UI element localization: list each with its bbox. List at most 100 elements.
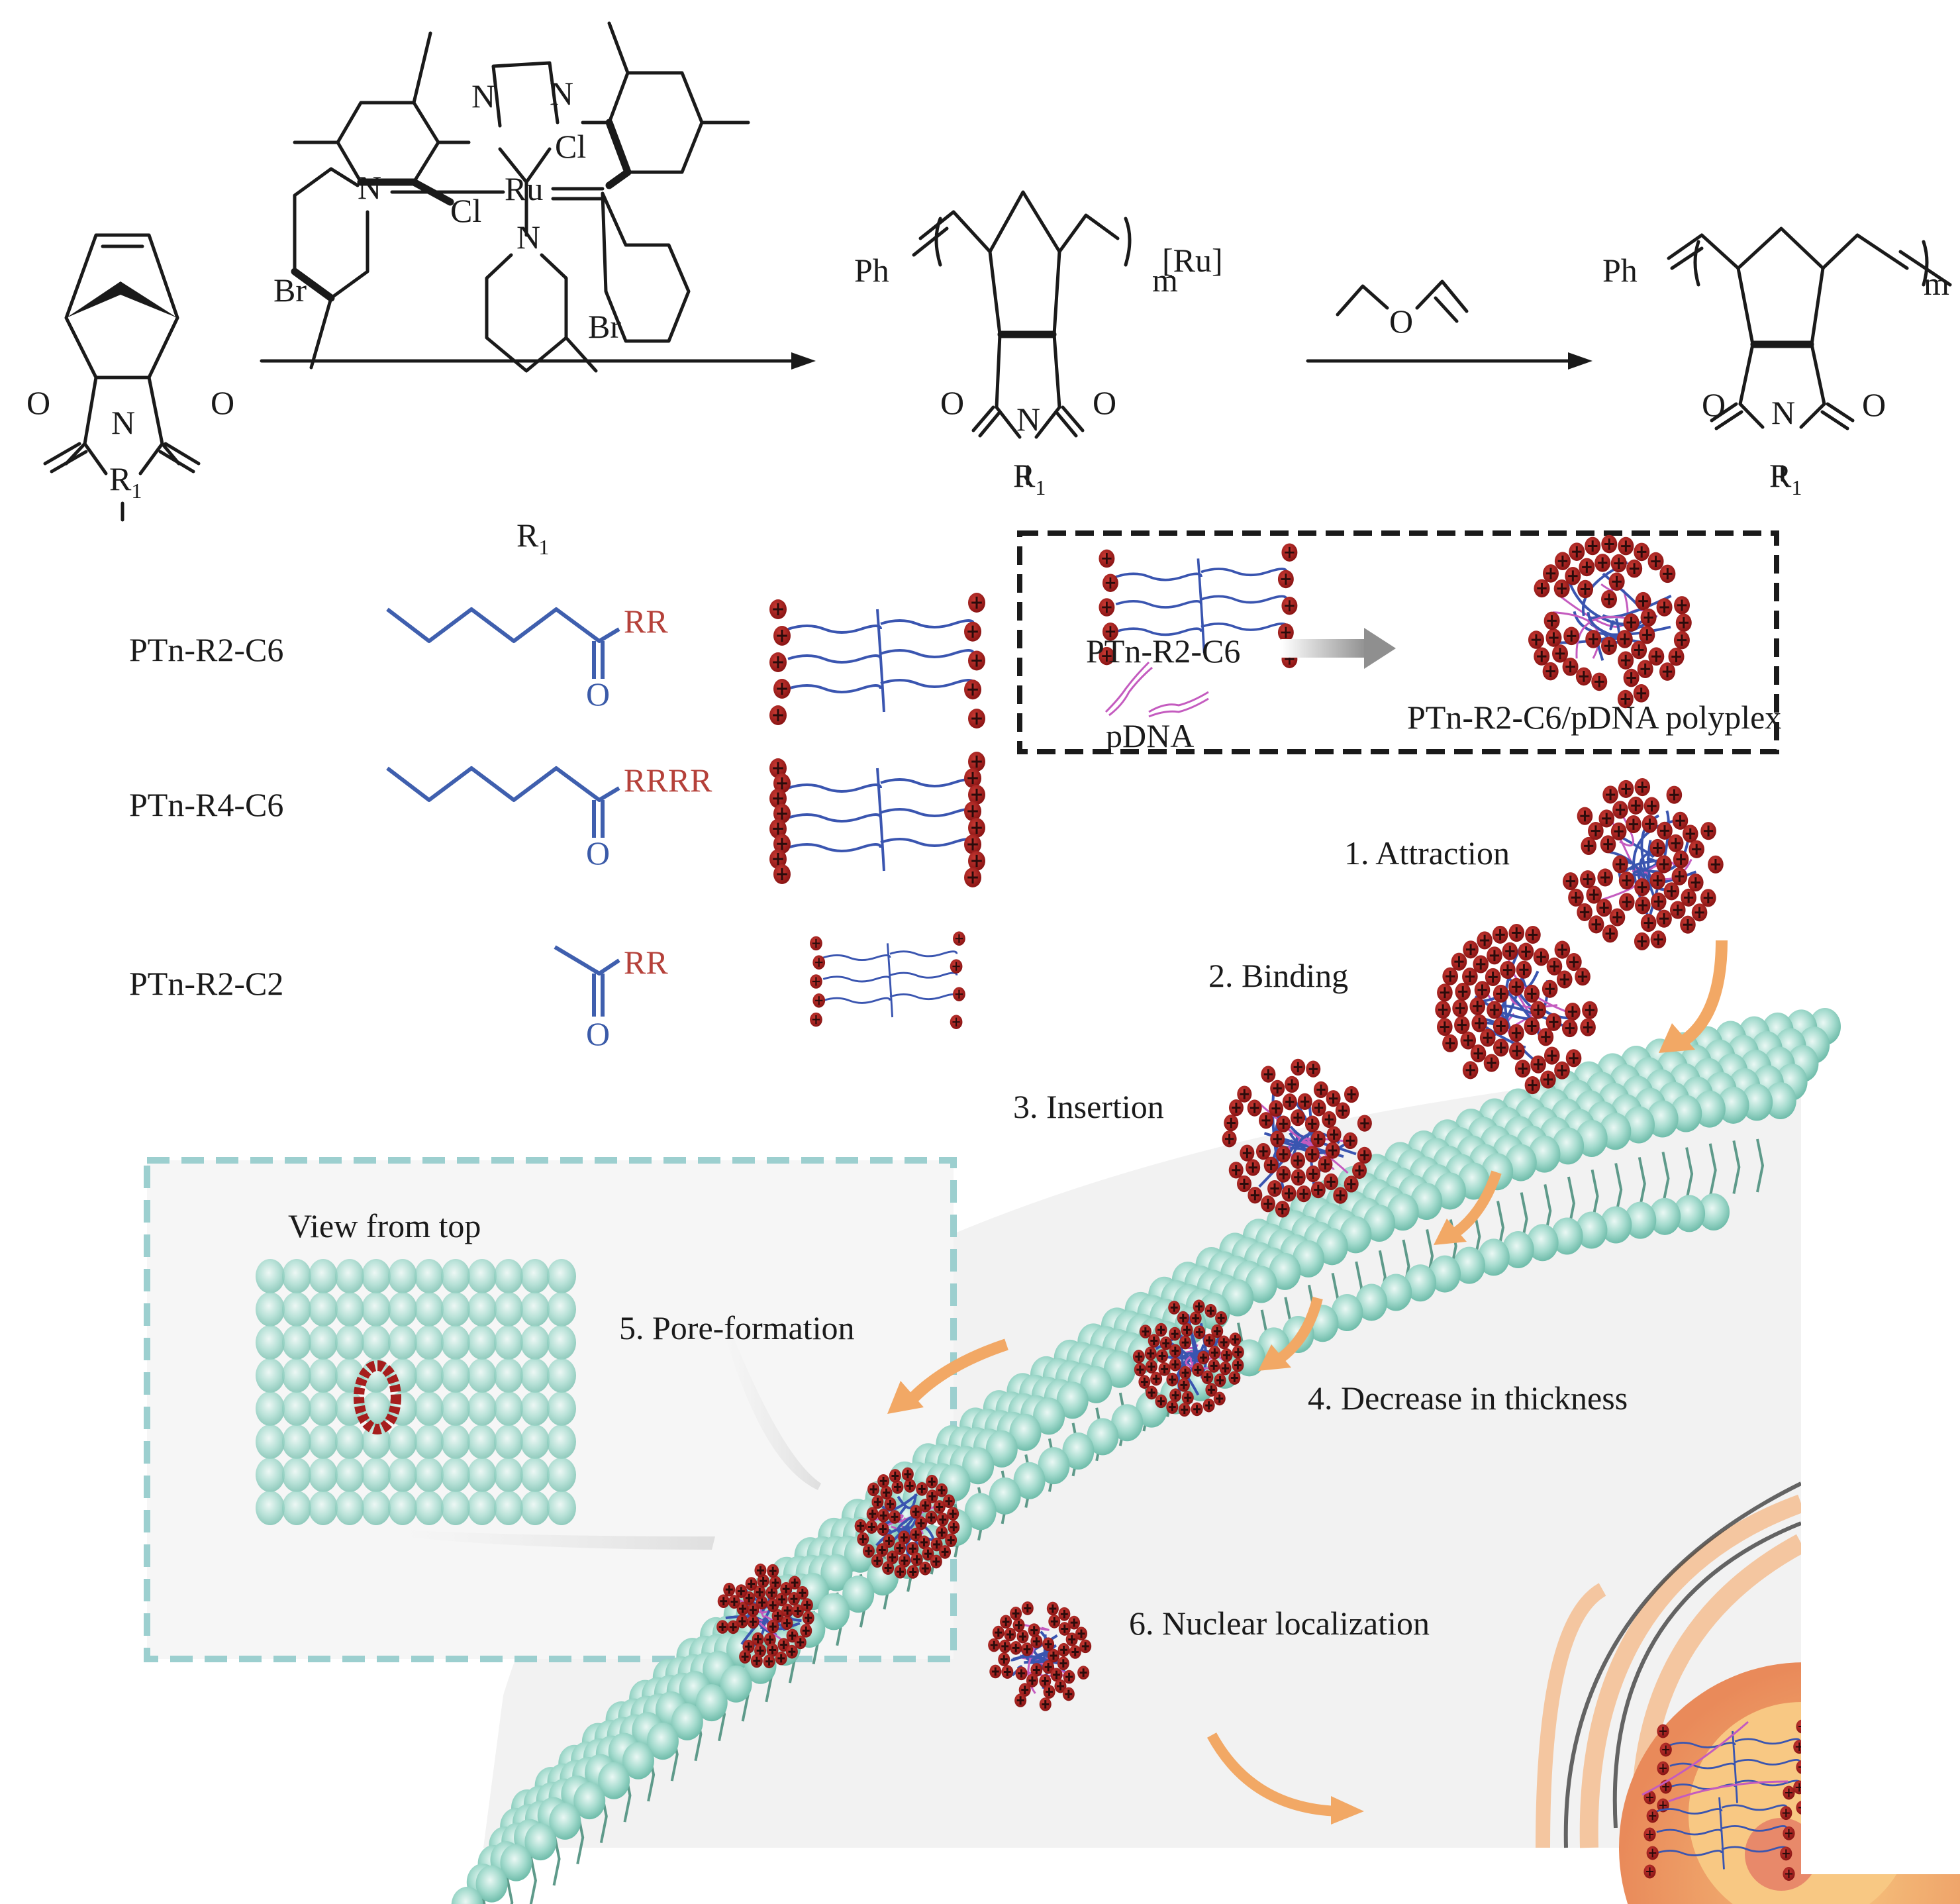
- row-carbonyl-o: O: [586, 1015, 610, 1052]
- lipid-head: [415, 1425, 444, 1459]
- cationic-bead: [1311, 1130, 1326, 1147]
- cationic-bead: [1668, 834, 1684, 852]
- r1-table: R1 PTn-R2-C6 O RR PTn-R4-C6 O RRRR PTn-R…: [129, 517, 985, 1052]
- cationic-bead: [1214, 1392, 1226, 1406]
- r1-header: R1: [516, 517, 549, 559]
- cationic-bead: [767, 1564, 779, 1578]
- cationic-bead: [993, 1626, 1004, 1640]
- final-polymer-o-right: O: [1862, 386, 1886, 423]
- cationic-bead: [857, 1532, 869, 1546]
- lipid-head: [282, 1292, 311, 1327]
- cationic-bead: [1145, 1346, 1157, 1360]
- cationic-bead: [1565, 567, 1581, 585]
- lipid-head: [415, 1325, 444, 1360]
- cationic-bead: [1618, 537, 1634, 556]
- cationic-bead: [1624, 669, 1640, 687]
- cationic-bead: [1298, 1093, 1312, 1110]
- cationic-bead: [781, 1617, 793, 1630]
- cationic-bead: [964, 801, 981, 821]
- cationic-bead: [1500, 961, 1516, 979]
- lipid-head: [335, 1458, 364, 1492]
- cationic-bead: [964, 768, 981, 788]
- lipid-head: [547, 1292, 576, 1327]
- final-polymer-structure: Ph m O N O R1: [1602, 228, 1950, 499]
- lipid-head: [520, 1458, 550, 1492]
- cationic-bead: [1134, 1363, 1146, 1377]
- cationic-bead: [775, 1652, 787, 1666]
- side-chain: [823, 955, 890, 960]
- cationic-bead: [1276, 1166, 1291, 1182]
- lipid-head: [335, 1425, 364, 1459]
- cationic-bead: [1647, 1809, 1659, 1823]
- side-chain: [881, 779, 973, 786]
- cationic-bead: [1508, 1024, 1524, 1042]
- cationic-bead: [1602, 785, 1618, 803]
- cationic-bead: [1063, 1687, 1075, 1701]
- cationic-bead: [1177, 1311, 1189, 1325]
- lipid-head: [335, 1358, 364, 1393]
- cationic-bead: [877, 1522, 889, 1536]
- cationic-bead: [964, 679, 981, 699]
- lipid-head: [520, 1292, 550, 1327]
- cationic-bead: [1261, 1195, 1275, 1212]
- cationic-bead: [1516, 961, 1532, 979]
- polymer-backbone: [877, 768, 884, 871]
- side-chain: [788, 626, 881, 632]
- lipid-head: [441, 1292, 470, 1327]
- cationic-bead: [1602, 925, 1618, 942]
- cationic-bead: [1248, 1187, 1262, 1203]
- cationic-bead: [1276, 1115, 1291, 1132]
- cationic-bead: [1240, 1144, 1254, 1161]
- cationic-bead: [1228, 1371, 1240, 1385]
- cationic-bead: [1577, 807, 1593, 825]
- cationic-bead: [1634, 878, 1650, 896]
- step-1-label: 1. Attraction: [1344, 834, 1510, 872]
- side-chain: [890, 994, 957, 999]
- cationic-bead: [1160, 1336, 1172, 1350]
- lipid-head: [415, 1458, 444, 1492]
- cationic-bead: [1530, 1001, 1546, 1019]
- cationic-bead: [1566, 953, 1582, 971]
- cationic-bead: [1178, 1378, 1190, 1392]
- cationic-bead: [1454, 1016, 1470, 1034]
- cationic-bead: [1657, 1762, 1669, 1776]
- polyplex-formation-box: PTn-R2-C6 pDNA PTn-R2-C6/pDNA polyplex: [1020, 533, 1781, 754]
- cationic-bead: [1155, 1323, 1167, 1337]
- monomer-r1: R1: [109, 460, 142, 503]
- lipid-head: [467, 1259, 497, 1293]
- cationic-bead: [810, 1013, 822, 1027]
- cationic-bead: [1636, 592, 1651, 611]
- cationic-bead: [1659, 565, 1675, 583]
- catalyst-cl-bottom: Cl: [450, 192, 481, 229]
- cationic-bead: [1601, 636, 1617, 655]
- cationic-bead: [1291, 1152, 1305, 1169]
- cationic-bead: [1659, 662, 1675, 681]
- lipid-head: [335, 1325, 364, 1360]
- cationic-bead: [1580, 870, 1596, 888]
- cationic-bead: [1624, 613, 1640, 632]
- cationic-bead: [1058, 1643, 1070, 1657]
- cationic-bead: [1544, 612, 1560, 630]
- cationic-bead: [1664, 882, 1680, 900]
- lipid-head: [309, 1425, 338, 1459]
- cationic-bead: [1169, 1388, 1181, 1402]
- cationic-bead: [754, 1564, 766, 1578]
- r1-header-r: R: [516, 517, 539, 554]
- cationic-bead: [1220, 1362, 1232, 1376]
- cationic-bead: [1566, 1049, 1582, 1067]
- cationic-bead: [1333, 1187, 1348, 1203]
- cationic-bead: [1336, 1102, 1350, 1119]
- cationic-bead: [1569, 542, 1585, 561]
- cationic-bead: [1246, 1159, 1260, 1176]
- cationic-bead: [1477, 931, 1493, 949]
- cationic-bead: [1591, 673, 1607, 691]
- cationic-bead: [1306, 1166, 1320, 1182]
- cationic-bead: [919, 1562, 931, 1576]
- cationic-bead: [1626, 560, 1642, 578]
- cationic-bead: [1657, 1725, 1669, 1738]
- cationic-bead: [1044, 1685, 1055, 1699]
- cationic-bead: [716, 1620, 728, 1634]
- cationic-bead: [1601, 535, 1617, 554]
- cationic-bead: [810, 936, 822, 951]
